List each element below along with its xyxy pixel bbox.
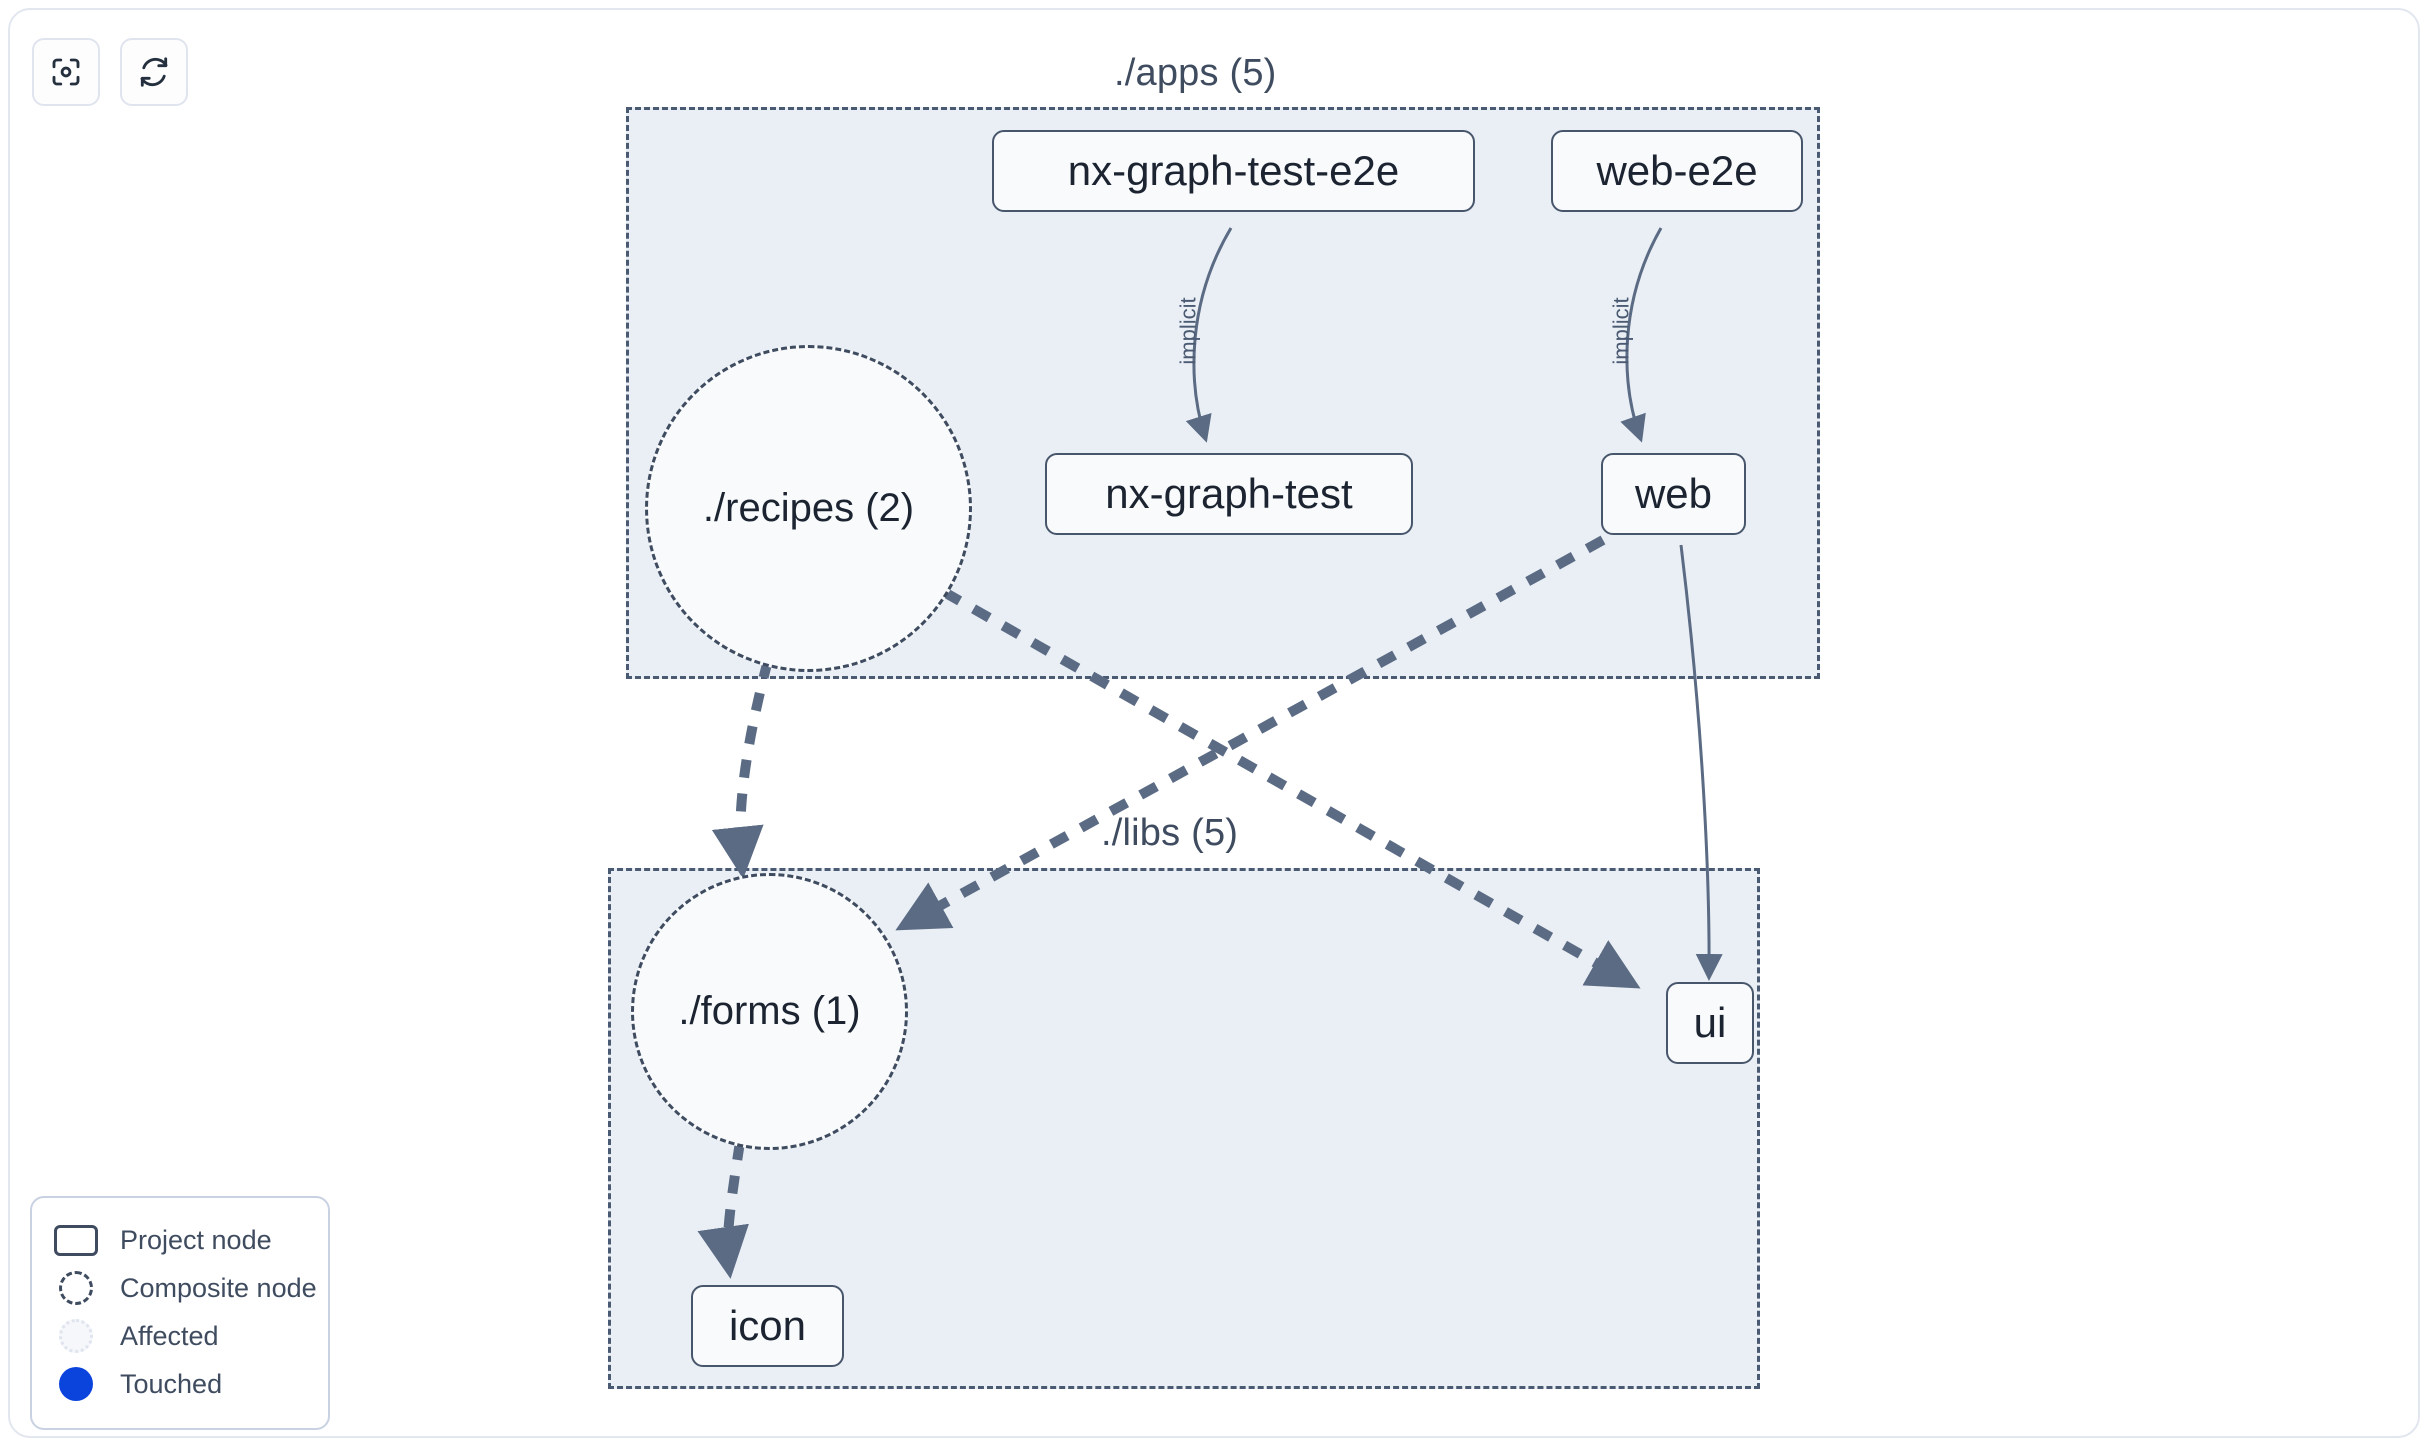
node-web-e2e[interactable]: web-e2e [1551,130,1803,212]
legend-item-composite-node: Composite node [54,1264,317,1312]
legend-item-project-node: Project node [54,1216,306,1264]
node-icon[interactable]: icon [691,1285,844,1367]
node-nx-graph-test[interactable]: nx-graph-test [1045,453,1413,535]
composite-node-swatch-icon [54,1271,98,1305]
focus-target-icon [48,54,84,90]
legend-label: Project node [120,1224,272,1255]
legend-label: Affected [120,1320,219,1351]
node-label: icon [728,1302,807,1349]
node-web[interactable]: web [1601,453,1746,535]
project-node-swatch-icon [54,1223,98,1257]
affected-swatch-icon [54,1319,98,1353]
touched-swatch-icon [54,1367,98,1401]
graph-toolbar [32,38,188,106]
node-label: ./recipes (2) [702,486,915,530]
legend-label: Composite node [120,1272,317,1303]
edge-label-implicit-web: implicit [1608,297,1634,365]
graph-legend: Project node Composite node Affected Tou… [30,1196,330,1430]
legend-label: Touched [120,1368,223,1399]
node-label: nx-graph-test [1105,470,1353,517]
node-forms[interactable]: ./forms (1) [631,873,908,1150]
group-label-apps: ./apps (5) [1114,52,1277,94]
node-label: ./forms (1) [678,989,861,1033]
edge-recipes-to-forms [711,658,773,879]
node-label: nx-graph-test-e2e [1067,147,1400,194]
group-label-libs: ./libs (5) [1101,812,1239,854]
node-label: web [1634,470,1713,517]
legend-item-affected: Affected [54,1312,306,1360]
focus-graph-button[interactable] [32,38,100,106]
refresh-graph-button[interactable] [120,38,188,106]
node-label: web-e2e [1596,147,1758,194]
node-ui[interactable]: ui [1666,982,1754,1064]
legend-item-touched: Touched [54,1360,306,1408]
node-recipes[interactable]: ./recipes (2) [645,345,972,672]
node-label: ui [1693,999,1727,1046]
edge-label-implicit-nx-graph-test: implicit [1175,297,1201,365]
refresh-icon [136,54,172,90]
node-nx-graph-test-e2e[interactable]: nx-graph-test-e2e [992,130,1475,212]
